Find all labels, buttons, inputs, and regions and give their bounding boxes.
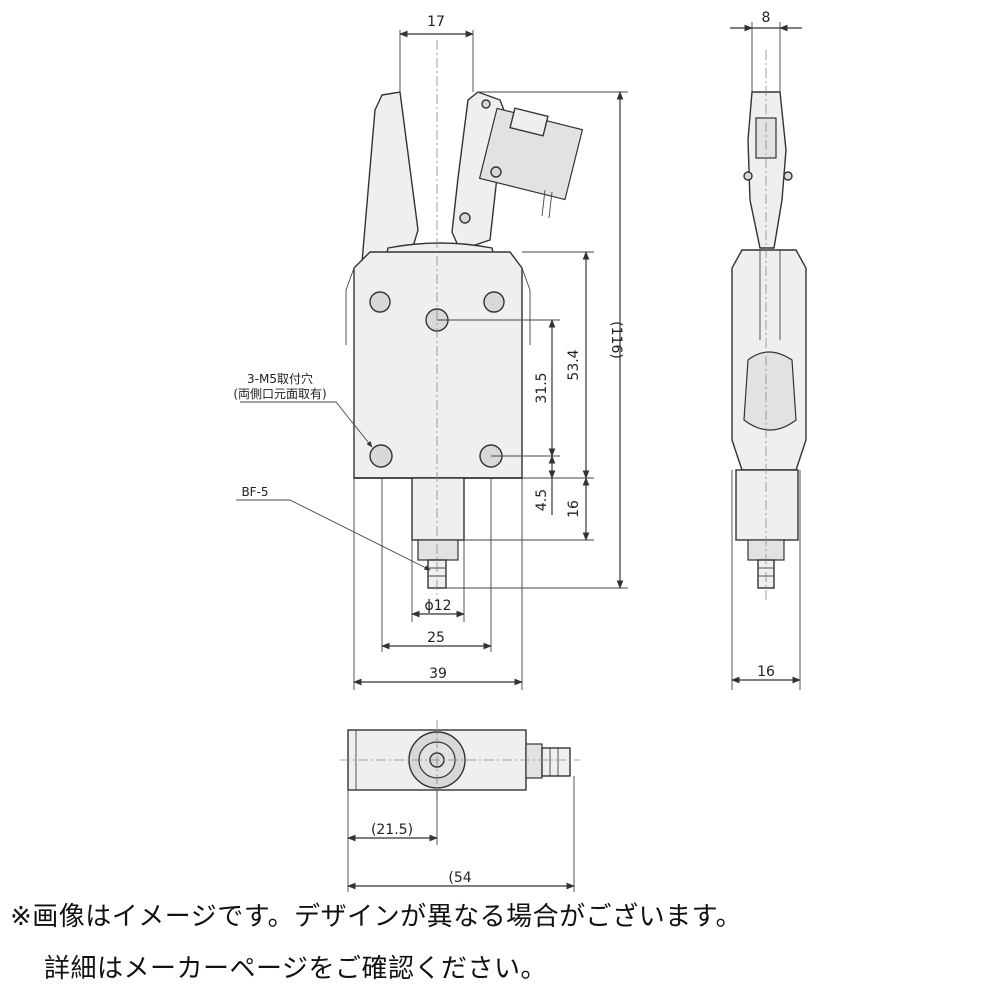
fitting-callout: BF-5 — [241, 485, 268, 499]
dim-lower-offset: 4.5 — [534, 489, 550, 511]
bottom-dimensions — [347, 776, 575, 892]
side-view — [731, 50, 807, 600]
dim-bottom-offset: (21.5) — [371, 822, 413, 838]
mount-hole — [483, 291, 505, 313]
dim-bottom-length: (54 — [448, 870, 471, 886]
disclaimer-line-2: 詳細はメーカーページをご確認ください。 — [44, 954, 547, 984]
left-gripper-finger — [361, 91, 419, 263]
front-view — [345, 40, 584, 600]
dim-body-width: 39 — [429, 666, 447, 682]
dim-hole-spacing: 31.5 — [534, 372, 550, 403]
side-dimensions — [730, 22, 802, 690]
side-finger — [747, 91, 787, 249]
dim-port-width: 25 — [427, 630, 445, 646]
dim-overall-height: (116) — [608, 321, 624, 359]
dim-top-width: 17 — [427, 14, 445, 30]
dim-side-width: 16 — [757, 664, 775, 680]
mount-hole — [369, 444, 393, 468]
technical-drawing: 17 (116) 53.4 31.5 4.5 16 ϕ12 25 39 3-M5… — [233, 10, 807, 892]
dim-upper-height: 53.4 — [566, 349, 582, 380]
dim-lower-height: 16 — [566, 500, 582, 518]
bf5-fitting — [417, 539, 459, 561]
limit-switch — [478, 107, 584, 219]
dim-side-top-width: 8 — [762, 10, 771, 26]
dim-port-diameter: ϕ12 — [424, 598, 451, 614]
mount-hole — [369, 291, 391, 313]
mount-holes-callout-note: (両側口元面取有) — [233, 387, 326, 401]
disclaimer-line-1: ※画像はイメージです。デザインが異なる場合がございます。 — [10, 902, 743, 932]
gripper-body — [353, 251, 523, 479]
bottom-view — [340, 720, 580, 800]
front-dimensions — [236, 30, 628, 690]
mount-holes-callout: 3-M5取付穴 — [247, 371, 313, 386]
